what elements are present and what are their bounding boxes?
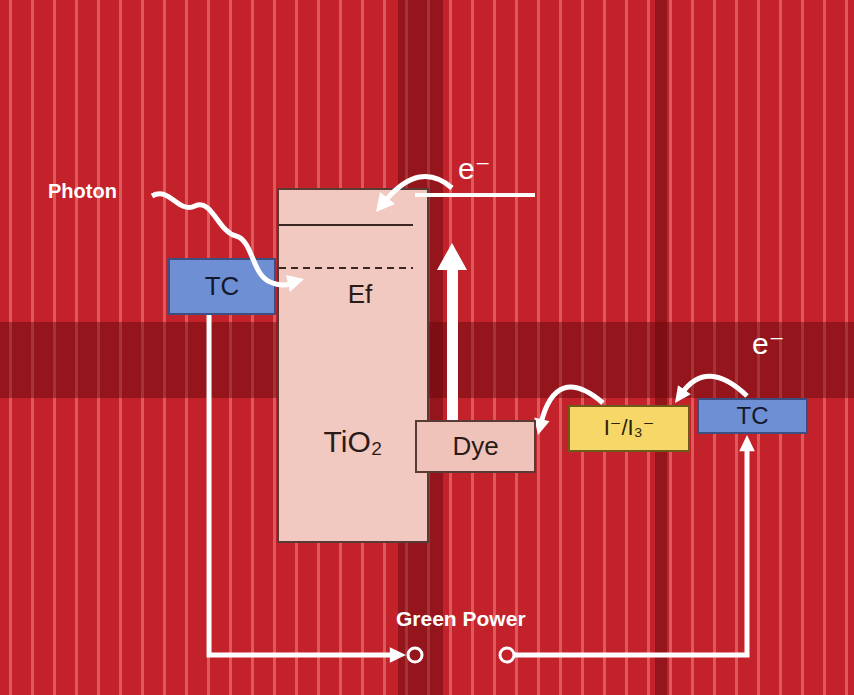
band-lines	[279, 190, 413, 541]
excitation-arrow-shaft	[447, 268, 458, 420]
excited-level	[415, 193, 535, 197]
fermi-level-line	[279, 267, 413, 269]
photon-label: Photon	[48, 180, 117, 202]
terminal	[408, 648, 422, 662]
excitation-arrow-head	[437, 243, 467, 270]
injection-arrow-head	[376, 192, 395, 212]
injection-arrow	[386, 176, 452, 200]
node-text: I⁻/I₃⁻	[604, 416, 655, 440]
dye-box: Dye	[415, 420, 536, 473]
electron-label: e⁻	[458, 152, 491, 185]
node-text: Ef	[279, 280, 427, 309]
arrow-head	[739, 435, 755, 451]
electrolyte-box: I⁻/I₃⁻	[568, 405, 690, 452]
node-text: TiO₂	[279, 425, 427, 458]
arrow-head	[390, 647, 406, 663]
photon-wave	[152, 194, 290, 285]
arrow-line	[682, 376, 747, 396]
node-text: TC	[205, 272, 240, 301]
edge-label: Green Power	[396, 607, 526, 630]
semiconductor-box: EfTiO₂	[277, 188, 429, 543]
electrode-box: TC	[168, 258, 276, 315]
electron-label: e⁻	[752, 327, 785, 360]
arrow-head	[534, 417, 549, 435]
terminal	[500, 648, 514, 662]
electrode-box: TC	[697, 398, 808, 434]
circuit-wire	[515, 448, 747, 655]
node-text: TC	[737, 403, 769, 429]
conduction-band-edge	[279, 224, 413, 226]
photon-arrow-head	[286, 275, 304, 292]
arrow-head	[675, 385, 691, 403]
node-text: Dye	[452, 432, 498, 461]
